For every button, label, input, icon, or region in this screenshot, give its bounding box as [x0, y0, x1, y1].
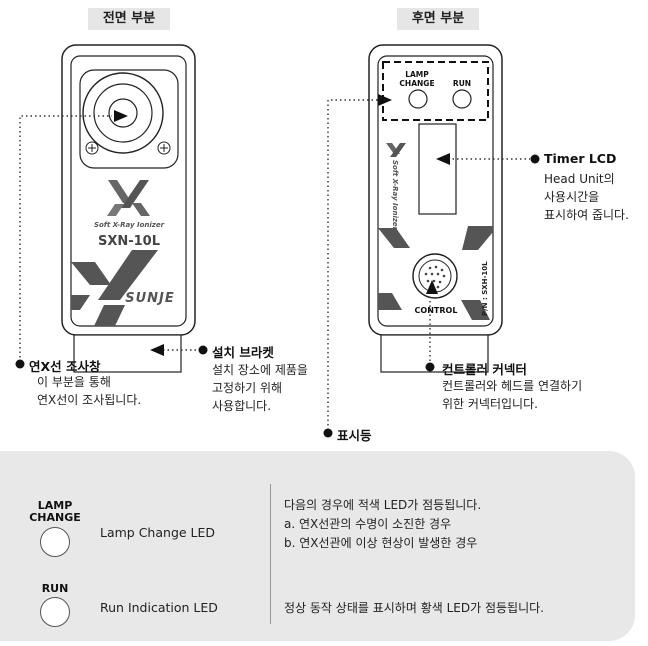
- callout-connector-line-1: 컨트롤러와 헤드를 연결하기: [442, 379, 583, 393]
- dot-timer-icon: [530, 154, 540, 164]
- legend-lamp-label-1: LAMP: [37, 499, 73, 512]
- svg-text:Soft X-Ray Ionizer: Soft X-Ray Ionizer: [94, 221, 165, 229]
- legend-run-name: Run Indication LED: [100, 600, 218, 615]
- svg-text:SXN-10L: SXN-10L: [98, 234, 160, 249]
- legend-panel: [0, 451, 635, 641]
- screw-left-icon: [85, 141, 99, 155]
- callout-timer-line-3: 표시하여 줍니다.: [544, 208, 629, 222]
- back-device: LAMP CHANGE RUN Soft X-Ray Ionizer P/N :…: [368, 44, 503, 373]
- legend-lamp-desc-3: b. 연X선관에 이상 현상이 발생한 경우: [284, 536, 478, 550]
- callout-bracket-line-3: 사용합니다.: [212, 399, 272, 413]
- side-x-logo-icon: [386, 143, 406, 157]
- callout-bracket-title: 설치 브라켓: [212, 345, 274, 360]
- arrow-connector-icon: [426, 280, 438, 294]
- legend-run-desc: 정상 동작 상태를 표시하며 황색 LED가 점등됩니다.: [284, 601, 544, 615]
- callout-connector-title: 컨트롤러 커넥터: [442, 362, 527, 377]
- callout-timer-line-1: Head Unit의: [544, 172, 615, 186]
- callout-bracket-line-1: 설치 장소에 제품을: [212, 363, 308, 377]
- arrow-window-icon: [114, 110, 128, 122]
- dot-window-icon: [15, 359, 25, 369]
- lamp-led-icon: [40, 527, 70, 557]
- run-led-icon: [40, 597, 70, 627]
- front-section-tag: 전면 부분: [88, 8, 170, 30]
- callout-indicator-title: 표시등: [337, 428, 372, 443]
- svg-text:CONTROL: CONTROL: [415, 306, 458, 315]
- arrow-timer-icon: [436, 153, 450, 165]
- device-illustration: Soft X-Ray Ionizer SXN-10L SUNJE LAMP CH…: [15, 44, 540, 438]
- svg-text:SUNJE: SUNJE: [125, 291, 175, 306]
- callout-window-line-2: 연X선이 조사됩니다.: [37, 393, 142, 407]
- legend-lamp-desc-2: a. 연X선관의 수명이 소진한 경우: [284, 517, 452, 531]
- back-section-tag: 후면 부분: [397, 8, 479, 30]
- callout-bracket-line-2: 고정하기 위해: [212, 381, 283, 395]
- callout-window-line-1: 이 부분을 통해: [37, 375, 111, 389]
- svg-text:LAMP: LAMP: [405, 70, 429, 79]
- svg-text:CHANGE: CHANGE: [399, 79, 434, 88]
- legend-lamp-label-2: CHANGE: [29, 511, 81, 524]
- callout-timer-line-2: 사용시간을: [544, 190, 600, 204]
- arrow-bracket-icon: [150, 344, 164, 356]
- screw-right-icon: [157, 141, 171, 155]
- front-device: Soft X-Ray Ionizer SXN-10L SUNJE: [61, 44, 196, 373]
- x-logo-icon: [107, 180, 150, 216]
- callout-timer-title: Timer LCD: [544, 151, 617, 166]
- svg-text:Soft X-Ray Ionizer: Soft X-Ray Ionizer: [391, 160, 399, 231]
- legend-lamp-desc-1: 다음의 경우에 적색 LED가 점등됩니다.: [284, 498, 482, 512]
- callout-connector-line-2: 위한 커넥터입니다.: [442, 397, 538, 411]
- svg-text:P/N : SXH-10L: P/N : SXH-10L: [481, 261, 489, 316]
- legend-run-label: RUN: [41, 582, 69, 595]
- svg-text:RUN: RUN: [453, 79, 471, 88]
- dot-indicator-icon: [323, 428, 333, 438]
- dot-bracket-icon: [198, 345, 208, 355]
- callout-window-title: 연X선 조사창: [29, 359, 101, 374]
- legend-lamp-name: Lamp Change LED: [100, 525, 216, 540]
- dot-connector-icon: [425, 362, 435, 372]
- arrow-indicator-icon: [378, 94, 392, 106]
- legend-divider: [270, 484, 271, 624]
